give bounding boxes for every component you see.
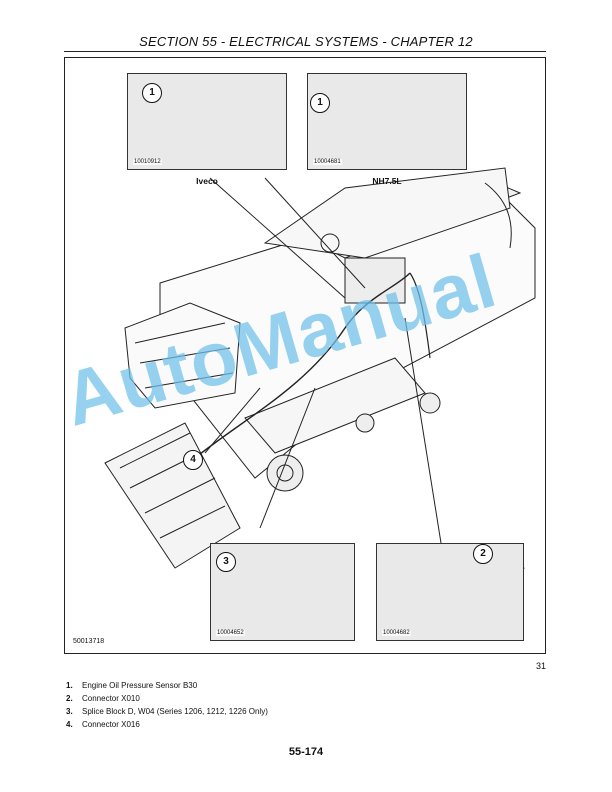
inset-connector-x010: 10004682	[376, 543, 524, 641]
callout-1-iveco: 1	[142, 83, 162, 103]
machine-illustration	[104, 77, 536, 619]
figure-code: 50013718	[73, 638, 105, 645]
legend-item-number: 4.	[66, 720, 73, 729]
callout-4: 4	[183, 450, 203, 470]
legend-item: 2. Connector X010	[66, 692, 268, 705]
legend-item: 1. Engine Oil Pressure Sensor B30	[66, 679, 268, 692]
inset-nh75l-caption: NH7.5L	[372, 176, 402, 186]
inset-nh75l: 10004681	[307, 73, 467, 170]
inset-splice-block-code: 10004652	[216, 630, 245, 636]
callout-1-nh75l: 1	[310, 93, 330, 113]
legend-list: 1. Engine Oil Pressure Sensor B30 2. Conne…	[66, 679, 268, 731]
inset-iveco-code: 10010912	[133, 159, 162, 165]
inset-connector-x010-code: 10004682	[382, 630, 411, 636]
callout-3: 3	[216, 552, 236, 572]
figure-number: 31	[535, 661, 546, 671]
callout-2: 2	[473, 544, 493, 564]
page-number: 55-174	[288, 746, 324, 758]
header-divider	[64, 51, 546, 52]
wiring-figure: 10010912 Iveco 1 10004681 NH7.5L 1 10004…	[64, 57, 546, 654]
inset-iveco-caption: Iveco	[196, 176, 218, 186]
legend-item-text: Engine Oil Pressure Sensor B30	[82, 681, 198, 690]
section-header: SECTION 55 - ELECTRICAL SYSTEMS - CHAPTE…	[139, 34, 473, 49]
legend-item-text: Connector X010	[82, 694, 140, 703]
legend-item-number: 1.	[66, 681, 73, 690]
inset-nh75l-code: 10004681	[313, 159, 342, 165]
legend-item-text: Splice Block D, W04 (Series 1206, 1212, …	[82, 707, 268, 716]
legend-item: 4. Connector X016	[66, 718, 268, 731]
legend-item-text: Connector X016	[82, 720, 140, 729]
legend-item-number: 3.	[66, 707, 73, 716]
legend-item: 3. Splice Block D, W04 (Series 1206, 1212…	[66, 705, 268, 718]
legend-item-number: 2.	[66, 694, 73, 703]
